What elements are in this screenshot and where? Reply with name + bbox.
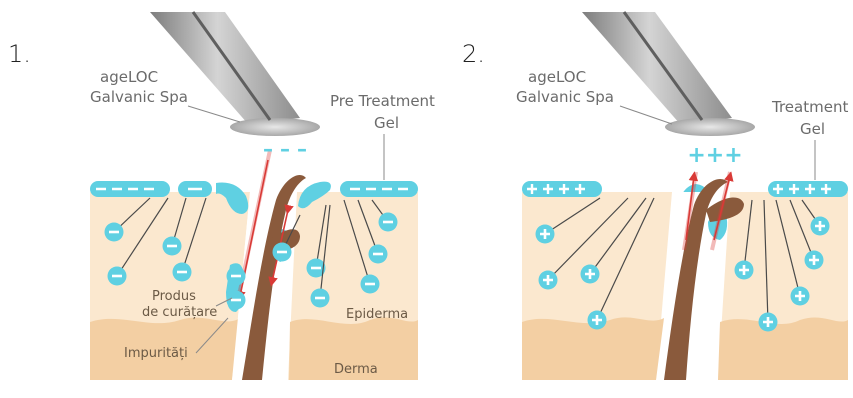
step-number-1: 1. [8, 40, 31, 68]
device-pointer-2 [620, 106, 672, 124]
panel-2: 2. ageLOC Galvanic Spa Treatment Gel +++ [462, 12, 848, 380]
impurities-label: Impurități [124, 346, 188, 361]
skin-right-1 [288, 192, 418, 380]
charge-label-2: +++ [687, 143, 742, 168]
skin-right-2 [718, 192, 848, 380]
device-label-line2-2: Galvanic Spa [516, 88, 614, 106]
galvanic-device-1 [150, 12, 320, 136]
device-label-line1-2: ageLOC [528, 68, 586, 86]
charge-label-1: – – – [263, 137, 307, 161]
dermis-label: Derma [334, 362, 378, 377]
device-label-line2: Galvanic Spa [90, 88, 188, 106]
gel-label-line2: Gel [374, 114, 399, 132]
gel-label-line2-2: Gel [800, 120, 825, 138]
panel-1: 1. ageLOC Galvanic Spa Pre Treatment Gel… [8, 12, 435, 380]
device-label-line1: ageLOC [100, 68, 158, 86]
product-label-line1: Produs [152, 289, 196, 304]
device-pointer-1 [188, 106, 240, 122]
step-number-2: 2. [462, 40, 485, 68]
epidermis-label: Epiderma [346, 307, 408, 322]
gel-label-line1-2: Treatment [771, 98, 848, 116]
product-label-line2: de curățare [142, 305, 217, 320]
gel-label-line1: Pre Treatment [330, 92, 435, 110]
galvanic-device-2 [582, 12, 755, 136]
